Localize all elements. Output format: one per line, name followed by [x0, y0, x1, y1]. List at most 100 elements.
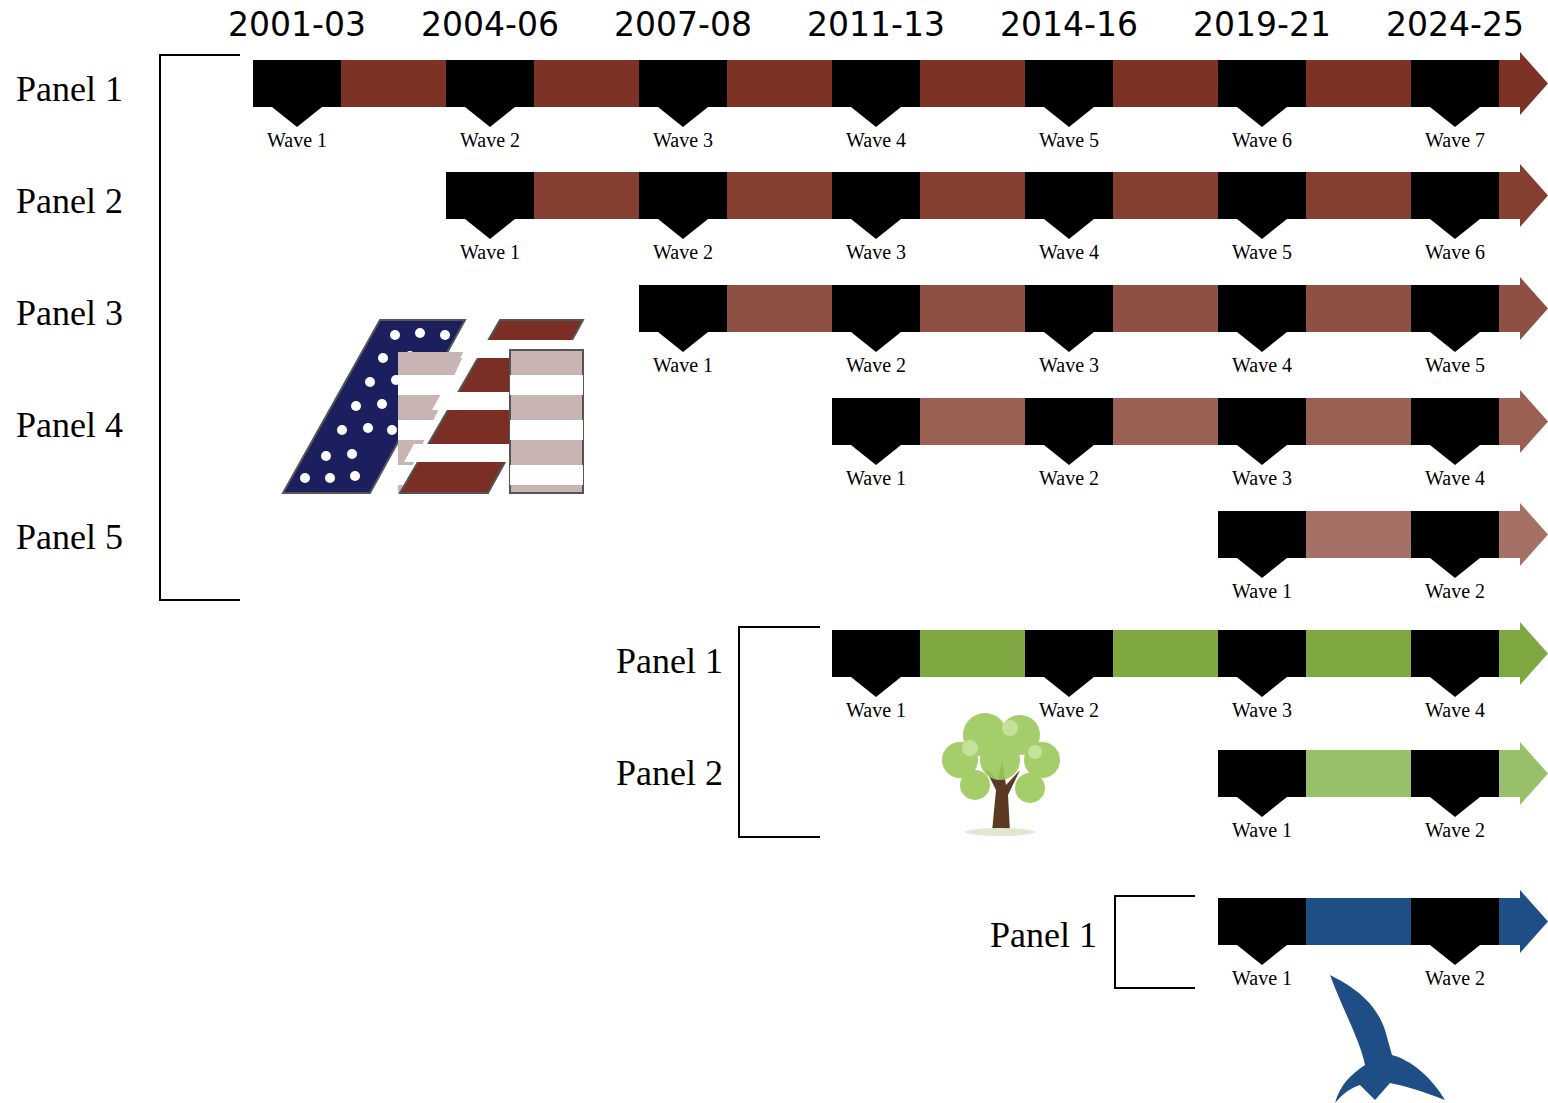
wave-marker: Wave 5 — [1218, 172, 1306, 268]
timeline-segment — [920, 630, 1025, 677]
timeline-segment — [341, 60, 446, 107]
wave-label: Wave 1 — [446, 242, 534, 262]
timeline-segment — [1306, 898, 1411, 945]
wave-marker: Wave 6 — [1218, 60, 1306, 156]
timeline-segment — [1113, 285, 1218, 332]
wave-label: Wave 7 — [1411, 130, 1499, 150]
wave-label: Wave 4 — [1025, 242, 1113, 262]
wave-shape — [832, 172, 920, 242]
wave-shape — [832, 630, 920, 700]
wave-label: Wave 1 — [253, 130, 341, 150]
wave-marker: Wave 2 — [1411, 750, 1499, 846]
timeline-segment — [1113, 60, 1218, 107]
wave-shape — [1218, 898, 1306, 968]
wave-marker: Wave 1 — [253, 60, 341, 156]
wave-label: Wave 1 — [639, 355, 727, 375]
timeline-segment — [1306, 172, 1411, 219]
wave-shape — [1025, 60, 1113, 130]
wave-marker: Wave 1 — [1218, 898, 1306, 994]
wave-shape — [1411, 285, 1499, 355]
wave-marker: Wave 3 — [1218, 630, 1306, 726]
wave-marker: Wave 2 — [1411, 898, 1499, 994]
wave-label: Wave 3 — [1218, 700, 1306, 720]
wave-label: Wave 3 — [1025, 355, 1113, 375]
wave-marker: Wave 2 — [1411, 511, 1499, 607]
wave-shape — [1218, 60, 1306, 130]
wave-shape — [1025, 398, 1113, 468]
wave-label: Wave 6 — [1411, 242, 1499, 262]
wave-label: Wave 2 — [446, 130, 534, 150]
timeline-arrow — [1499, 742, 1548, 805]
year-label: 2007-08 — [614, 8, 752, 41]
timeline-segment — [1113, 172, 1218, 219]
year-label: 2024-25 — [1386, 8, 1524, 41]
panel-label: Panel 1 — [990, 917, 1097, 953]
wave-marker: Wave 3 — [832, 172, 920, 268]
timeline-arrow — [1499, 890, 1548, 953]
m-logo — [283, 320, 583, 493]
timeline-arrow — [1499, 164, 1548, 227]
wave-shape — [1025, 630, 1113, 700]
wave-label: Wave 4 — [1411, 700, 1499, 720]
wave-marker: Wave 2 — [832, 285, 920, 381]
wave-marker: Wave 1 — [832, 398, 920, 494]
timeline-segment — [920, 398, 1025, 445]
timeline-segment — [727, 285, 832, 332]
wave-shape — [1218, 630, 1306, 700]
wave-shape — [1218, 398, 1306, 468]
panel-label: Panel 3 — [16, 295, 123, 331]
timeline-arrow — [1499, 622, 1548, 685]
timeline-segment — [1306, 285, 1411, 332]
year-label: 2011-13 — [807, 8, 945, 41]
wave-label: Wave 2 — [1411, 820, 1499, 840]
wave-shape — [1218, 750, 1306, 820]
wave-label: Wave 5 — [1025, 130, 1113, 150]
wave-shape — [446, 60, 534, 130]
year-label: 2004-06 — [421, 8, 559, 41]
wave-marker: Wave 7 — [1411, 60, 1499, 156]
timeline-arrow — [1499, 52, 1548, 115]
wave-label: Wave 1 — [1218, 581, 1306, 601]
panel-label: Panel 2 — [16, 183, 123, 219]
wave-label: Wave 3 — [639, 130, 727, 150]
year-label: 2019-21 — [1193, 8, 1331, 41]
year-label: 2001-03 — [228, 8, 366, 41]
wave-marker: Wave 3 — [1025, 285, 1113, 381]
wave-shape — [1218, 511, 1306, 581]
timeline-segment — [920, 60, 1025, 107]
wave-shape — [1411, 898, 1499, 968]
wave-marker: Wave 2 — [446, 60, 534, 156]
wave-shape — [639, 60, 727, 130]
timeline-segment — [1306, 398, 1411, 445]
wave-label: Wave 3 — [1218, 468, 1306, 488]
wave-shape — [639, 285, 727, 355]
wave-shape — [1218, 172, 1306, 242]
panel-label: Panel 4 — [16, 407, 123, 443]
timeline-segment — [1306, 750, 1411, 797]
panel-label: Panel 2 — [616, 755, 723, 791]
wave-marker: Wave 4 — [1218, 285, 1306, 381]
wave-marker: Wave 1 — [1218, 511, 1306, 607]
wave-marker: Wave 1 — [446, 172, 534, 268]
wave-marker: Wave 4 — [832, 60, 920, 156]
wave-label: Wave 2 — [639, 242, 727, 262]
timeline-segment — [1306, 511, 1411, 558]
wave-label: Wave 1 — [832, 700, 920, 720]
wave-label: Wave 1 — [832, 468, 920, 488]
wave-shape — [832, 60, 920, 130]
panel-label: Panel 5 — [16, 519, 123, 555]
wave-label: Wave 5 — [1411, 355, 1499, 375]
wave-marker: Wave 5 — [1411, 285, 1499, 381]
wave-marker: Wave 1 — [639, 285, 727, 381]
timeline-segment — [534, 60, 639, 107]
wave-label: Wave 5 — [1218, 242, 1306, 262]
timeline-arrow — [1499, 390, 1548, 453]
wave-shape — [639, 172, 727, 242]
timeline-segment — [920, 172, 1025, 219]
timeline-segment — [1306, 60, 1411, 107]
timeline-arrow — [1499, 277, 1548, 340]
wave-shape — [253, 60, 341, 130]
wave-shape — [832, 398, 920, 468]
wave-label: Wave 2 — [1025, 468, 1113, 488]
